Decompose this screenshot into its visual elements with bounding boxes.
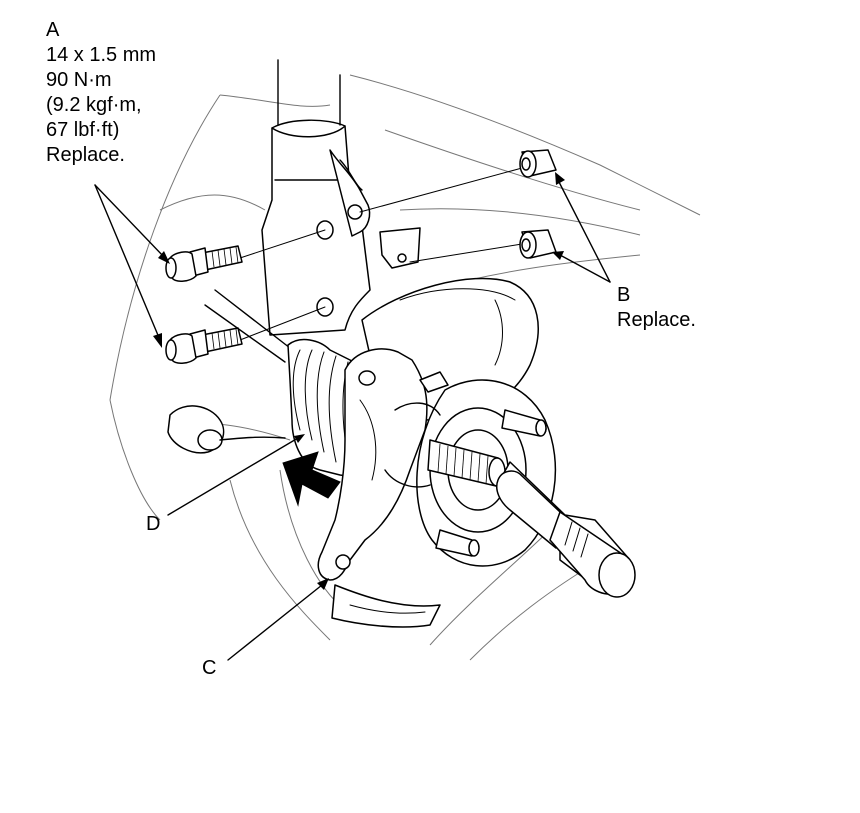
callout-a-letter: A xyxy=(46,19,60,41)
callout-b-letter: B xyxy=(617,284,631,306)
callout-a-torque-lbfft: 67 lbf·ft) xyxy=(46,119,120,141)
callout-leaders xyxy=(94,172,611,661)
damper-strut xyxy=(261,59,421,336)
flange-nut-lower xyxy=(519,229,557,259)
install-direction-arrow xyxy=(282,451,341,507)
flange-bolt-lower xyxy=(165,327,243,364)
callout-c-knuckle: C xyxy=(202,656,216,681)
callout-d-driveshaft: D xyxy=(146,512,160,537)
callout-a-torque-kgfm: (9.2 kgf·m, xyxy=(46,94,142,116)
callout-a-bolt-spec: A 14 x 1.5 mm 90 N·m (9.2 kgf·m, 67 lbf·ft) R… xyxy=(46,18,156,168)
bolt-alignment-lines xyxy=(239,167,523,341)
wheel-studs xyxy=(419,371,547,557)
flange-nut-upper xyxy=(519,149,557,178)
callout-d-letter: D xyxy=(146,513,161,535)
callout-a-note: Replace. xyxy=(46,144,125,166)
installer-tool xyxy=(496,461,636,598)
lower-arm-ball-joint xyxy=(167,405,286,454)
callout-b-note: Replace. xyxy=(617,309,696,331)
flange-bolt-upper xyxy=(165,245,243,282)
callout-b-nut: B Replace. xyxy=(617,283,696,333)
callout-a-torque-nm: 90 N·m xyxy=(46,69,112,91)
callout-a-size: 14 x 1.5 mm xyxy=(46,44,157,66)
callout-c-letter: C xyxy=(202,657,217,679)
